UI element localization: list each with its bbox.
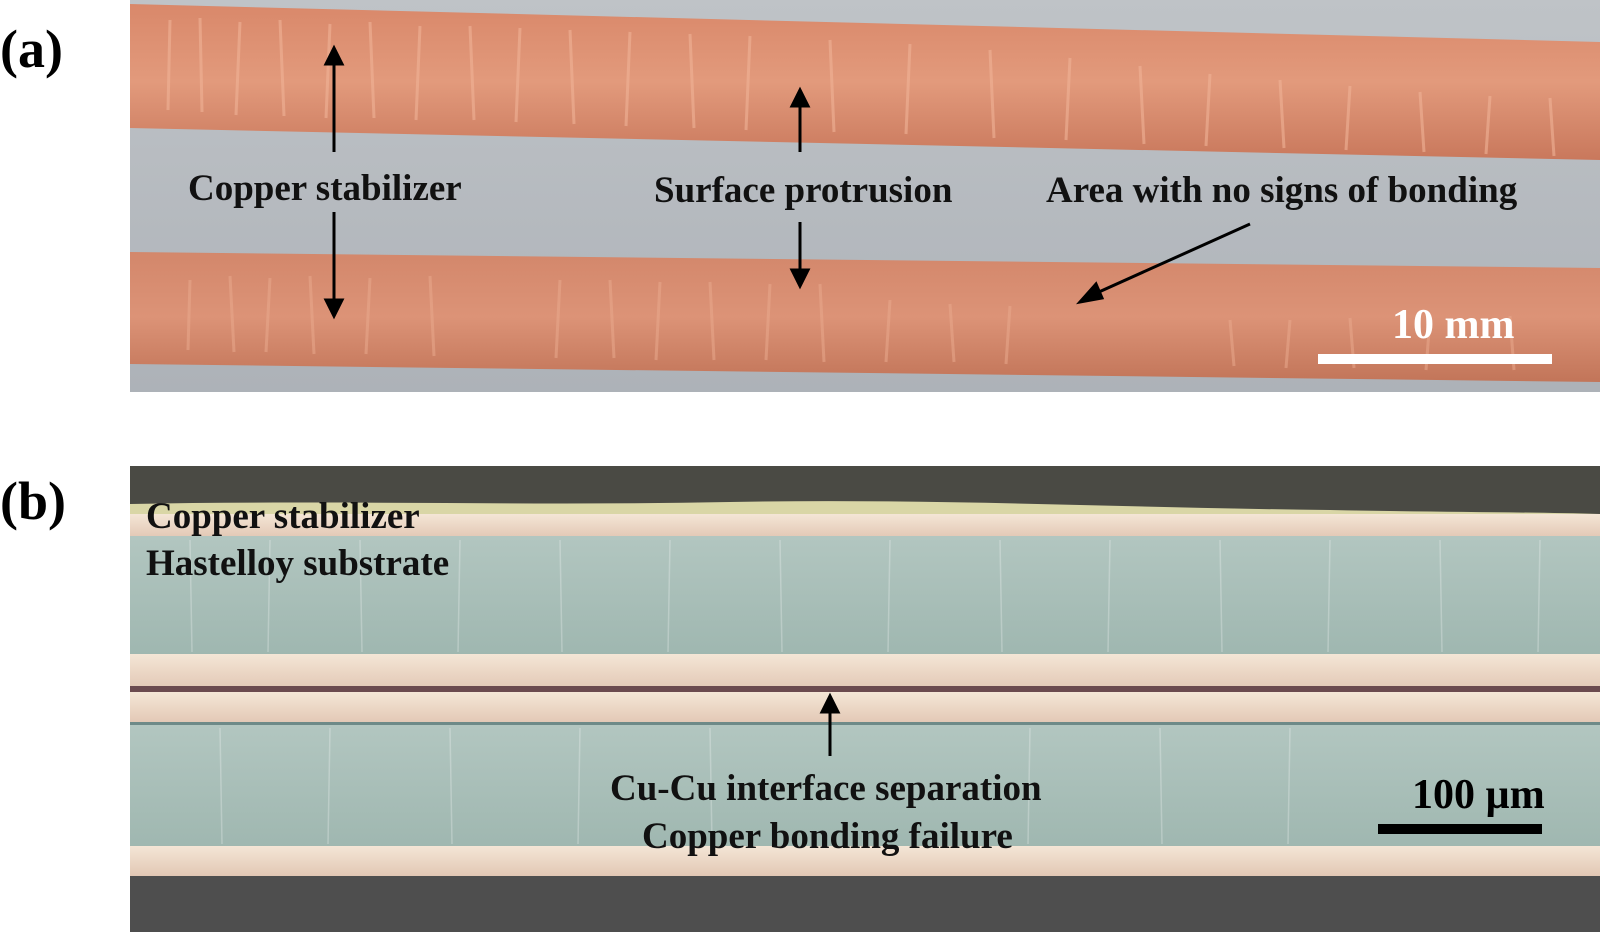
cross-section-micrograph xyxy=(130,466,1600,932)
tape-surface-photo xyxy=(130,0,1600,392)
panel-a-label: (a) xyxy=(0,19,63,79)
scale-bar-100um xyxy=(1378,824,1542,834)
lower-copper-layer xyxy=(130,846,1600,876)
label-no-bonding-area: Area with no signs of bonding xyxy=(1046,170,1518,211)
upper-copper-tape xyxy=(130,4,1600,160)
upper-hastelloy-layer xyxy=(130,536,1600,656)
cu-cu-interface-gap xyxy=(130,686,1600,692)
label-copper-stabilizer-b: Copper stabilizer xyxy=(146,496,420,537)
annotation-arrows-a xyxy=(323,44,1251,320)
lower-hastelloy-layer xyxy=(130,725,1600,849)
panel-b-label: (b) xyxy=(0,471,66,531)
label-surface-protrusion: Surface protrusion xyxy=(654,170,953,211)
label-interface-separation: Cu-Cu interface separation xyxy=(610,768,1042,809)
upper-copper-layer xyxy=(130,514,1600,538)
mounting-resin-bottom xyxy=(130,876,1600,932)
label-bonding-failure: Copper bonding failure xyxy=(642,816,1013,857)
middle-copper-layer-1 xyxy=(130,654,1600,690)
interface-arrow xyxy=(819,692,841,756)
label-hastelloy-substrate: Hastelloy substrate xyxy=(146,543,450,584)
middle-copper-layer-2 xyxy=(130,692,1600,724)
scale-bar-10mm xyxy=(1318,354,1552,364)
label-copper-stabilizer-a: Copper stabilizer xyxy=(188,168,462,209)
scale-label-10mm: 10 mm xyxy=(1392,302,1515,348)
scale-label-100um: 100 µm xyxy=(1412,772,1545,818)
